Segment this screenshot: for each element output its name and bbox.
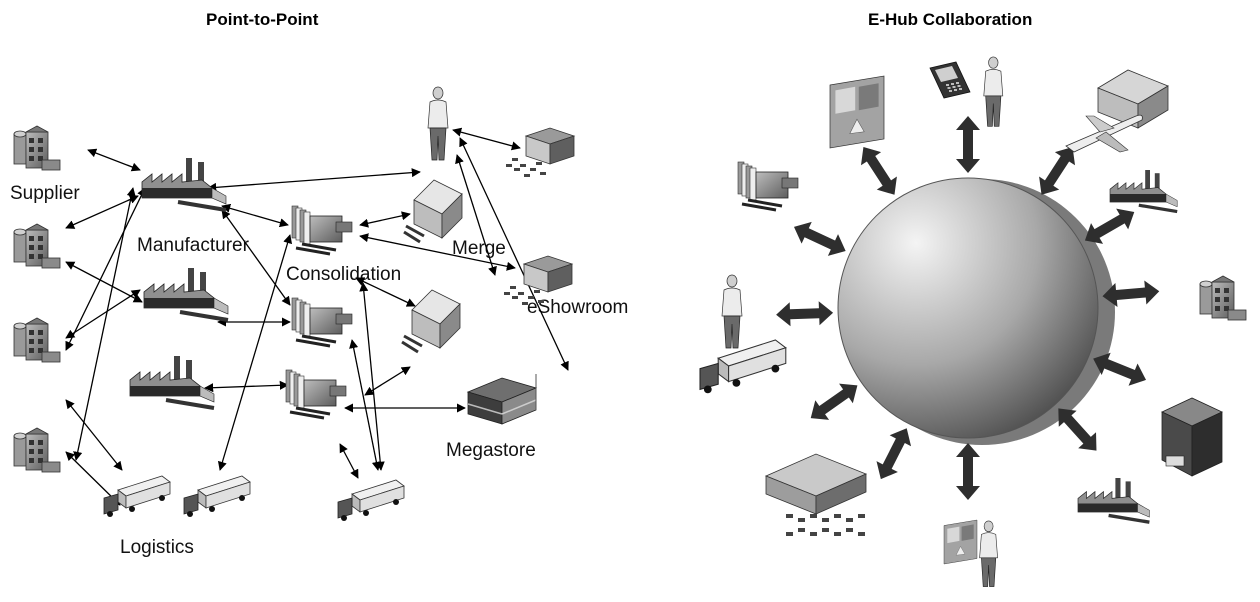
link-arrow — [355, 277, 416, 307]
link-arrow — [87, 148, 141, 172]
truck-icon — [183, 475, 251, 517]
hub-arrow — [1039, 146, 1076, 195]
handheld-icon — [929, 61, 971, 99]
hub-arrow — [1102, 280, 1160, 307]
consolidation-icon — [291, 205, 353, 256]
consolidation-icon — [291, 297, 353, 348]
person-icon — [721, 274, 743, 349]
factory-icon — [129, 356, 215, 410]
person-icon — [983, 56, 1004, 127]
hub-arrow — [1058, 408, 1097, 451]
factory-icon — [141, 158, 227, 212]
label-logistics: Logistics — [120, 537, 194, 558]
hub-arrow — [810, 383, 858, 420]
hub-sphere — [837, 177, 1099, 439]
link-arrow — [221, 209, 291, 306]
store-icon — [506, 127, 576, 177]
hub-arrow — [1084, 208, 1135, 244]
consolidation-icon — [737, 161, 799, 212]
link-arrow — [459, 137, 569, 371]
kiosk-icon — [943, 519, 978, 565]
store-icon — [504, 255, 574, 305]
supplier-icon — [1199, 275, 1247, 321]
person-icon — [979, 520, 998, 587]
person-icon — [427, 86, 449, 161]
point-to-point-links — [65, 127, 569, 506]
hub-arrow — [776, 301, 834, 327]
link-arrow — [221, 203, 289, 228]
hub-arrow — [860, 146, 897, 195]
link-arrow — [65, 187, 146, 351]
link-arrow — [217, 234, 293, 471]
hub-arrow — [793, 221, 846, 256]
kiosk-icon — [829, 75, 885, 149]
supplier-icon — [13, 125, 61, 171]
warehouse-icon — [403, 179, 463, 244]
hub-arrow — [956, 116, 980, 173]
label-supplier: Supplier — [10, 183, 80, 204]
factory-icon — [143, 268, 229, 322]
megastore-icon — [466, 374, 538, 425]
factory-icon — [1109, 170, 1178, 214]
left-title: Point-to-Point — [206, 10, 319, 29]
truck-icon — [103, 475, 171, 517]
hub-arrow — [1093, 352, 1147, 386]
truck-icon — [337, 479, 405, 521]
consolidation-icon — [285, 369, 347, 420]
warehouse-icon — [1097, 69, 1169, 129]
warehouse-icon — [401, 289, 461, 354]
link-arrow — [73, 187, 136, 461]
supplier-icon — [13, 223, 61, 269]
megastore-icon — [1161, 397, 1223, 477]
truck-icon — [699, 339, 787, 394]
factory-icon — [1077, 478, 1150, 524]
link-arrow — [359, 211, 411, 228]
link-arrow — [207, 168, 421, 192]
hub-arrow — [956, 443, 980, 500]
label-megastore: Megastore — [446, 440, 536, 461]
airplane-icon — [1065, 114, 1143, 153]
supplier-icon — [13, 427, 61, 473]
right-title: E-Hub Collaboration — [868, 10, 1033, 29]
link-arrow — [364, 366, 411, 396]
link-arrow — [339, 443, 359, 479]
link-arrow — [204, 380, 289, 393]
hub-arrow — [876, 428, 912, 480]
point-to-point-nodes — [13, 86, 576, 521]
supplier-icon — [13, 317, 61, 363]
ehub-diagram — [699, 56, 1247, 587]
store-icon — [764, 453, 868, 536]
